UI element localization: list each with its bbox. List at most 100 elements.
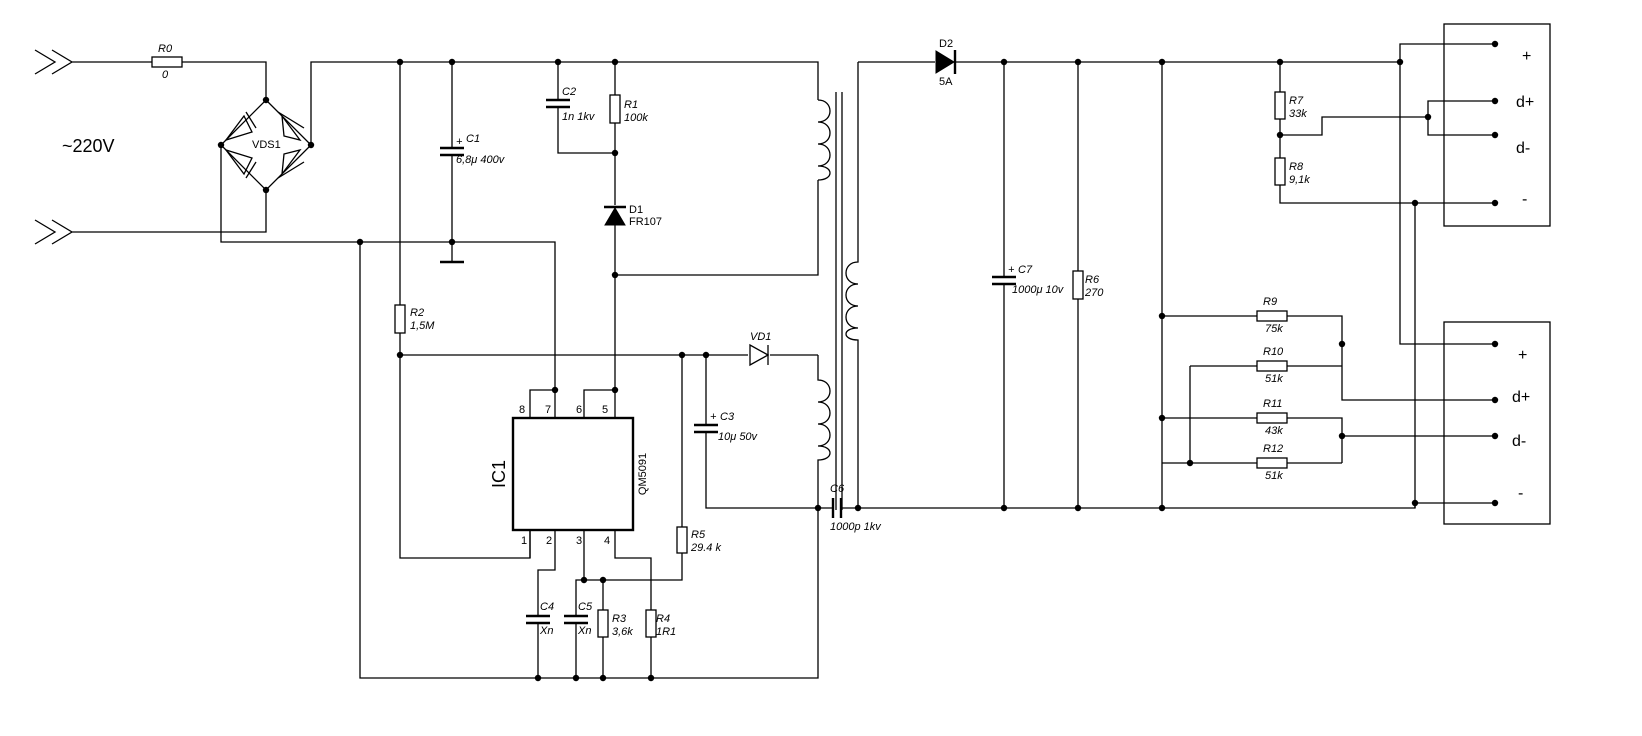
r2-ref: R2	[410, 307, 424, 319]
mains-input-top-arrow	[34, 49, 95, 75]
c3-plus: +	[710, 411, 717, 423]
capacitor-c7	[992, 275, 1016, 286]
c3-ref: C3	[720, 411, 735, 423]
r8-ref: R8	[1289, 161, 1304, 173]
r4-ref: R4	[656, 613, 670, 625]
r12-value: 51k	[1265, 470, 1283, 482]
port1-dminus: d-	[1516, 140, 1530, 157]
wire-top-rail	[400, 61, 819, 100]
wire-bridge-pos	[310, 61, 400, 145]
r5-ref: R5	[691, 529, 706, 541]
wire-data-short-top	[1280, 100, 1495, 136]
capacitor-c2	[546, 98, 570, 109]
port1-minus: -	[1522, 191, 1527, 208]
port2-plus: +	[1518, 347, 1527, 364]
transformer-secondary	[845, 62, 859, 508]
c7-ref: C7	[1018, 264, 1033, 276]
resistor-r1	[609, 94, 621, 124]
ic1-pin-5: 5	[602, 404, 608, 416]
c2-ref: C2	[562, 86, 576, 98]
wire-output-pos	[858, 43, 1495, 63]
c1-plus: +	[456, 136, 463, 148]
r3-value: 3,6k	[612, 626, 633, 638]
diode-d2	[935, 50, 957, 74]
ic1-bottom-pins	[529, 530, 652, 610]
wire-port2-pos	[1399, 62, 1495, 345]
ic1-pin-2: 2	[546, 535, 552, 547]
r9-ref: R9	[1263, 296, 1277, 308]
wire-r5	[584, 355, 683, 581]
resistor-r10	[1256, 360, 1288, 372]
port1-dplus: d+	[1516, 94, 1534, 111]
r11-ref: R11	[1263, 398, 1282, 410]
capacitor-c1	[440, 146, 464, 157]
resistor-r0	[151, 56, 183, 68]
port1-plus: +	[1522, 48, 1531, 65]
wire-r9-r10	[1162, 315, 1495, 401]
r1-ref: R1	[624, 99, 638, 111]
d2-value: 5A	[939, 76, 953, 88]
wire-c3	[705, 355, 818, 509]
resistor-r6	[1072, 270, 1084, 300]
capacitor-c3	[694, 423, 718, 434]
ic1-pin-3: 3	[576, 535, 582, 547]
wire-r10-r12-link	[1162, 366, 1191, 464]
transformer-core	[835, 92, 843, 510]
vd1-ref: VD1	[750, 331, 771, 343]
r7-value: 33k	[1289, 108, 1307, 120]
d2-ref: D2	[939, 38, 953, 50]
usb-port-bottom	[1443, 321, 1551, 525]
resistor-r12	[1256, 457, 1288, 469]
wire-primary-bottom	[615, 180, 819, 276]
r11-value: 43k	[1265, 425, 1283, 437]
c1-ref: C1	[466, 133, 480, 145]
c5-ref: C5	[578, 601, 593, 613]
ic1-ref: IC1	[489, 460, 509, 488]
wire-bottom-ground	[359, 242, 819, 679]
d1-ref: D1	[629, 204, 643, 216]
ic1-pin-1: 1	[521, 535, 527, 547]
d1-value: FR107	[629, 216, 662, 228]
wire-c6-output-gnd	[818, 502, 1495, 509]
r3-ref: R3	[612, 613, 627, 625]
ic1-pin-4: 4	[604, 535, 610, 547]
resistor-r2	[394, 304, 406, 334]
capacitor-c4	[526, 614, 550, 625]
ic1-pin-7: 7	[545, 404, 551, 416]
resistor-r7	[1274, 91, 1286, 120]
r4-value: 1R1	[656, 626, 676, 638]
wire-r7-r8	[1279, 62, 1495, 204]
ic1-value: QM5091	[637, 453, 649, 495]
wire-bridge-bottom	[95, 190, 267, 233]
transformer-aux-winding	[817, 355, 831, 508]
diode-d1	[604, 205, 626, 226]
c4-ref: C4	[540, 601, 554, 613]
r0-value: 0	[162, 69, 169, 81]
r12-ref: R12	[1263, 443, 1283, 455]
c6-ref: C6	[830, 483, 845, 495]
r10-ref: R10	[1263, 346, 1284, 358]
port2-dplus: d+	[1512, 389, 1530, 406]
r10-value: 51k	[1265, 373, 1283, 385]
ic1-top-pins	[529, 389, 616, 418]
diode-vd1	[749, 343, 770, 367]
resistor-r8	[1274, 157, 1286, 186]
capacitor-c5	[564, 614, 588, 625]
capacitor-c6	[831, 498, 843, 518]
ic1-pin-8: 8	[519, 404, 525, 416]
c7-plus: +	[1008, 264, 1015, 276]
c5-value: Xn	[577, 625, 591, 637]
r0-ref: R0	[158, 43, 173, 55]
r6-value: 270	[1084, 287, 1104, 299]
c3-value: 10μ 50v	[718, 431, 759, 443]
mains-voltage-label: ~220V	[62, 136, 115, 156]
c4-value: Xn	[539, 625, 553, 637]
resistor-r11	[1256, 412, 1288, 424]
usb-port-top	[1443, 23, 1551, 227]
r2-value: 1,5M	[410, 320, 435, 332]
vds1-ref: VDS1	[252, 139, 281, 151]
resistor-r3	[597, 609, 609, 638]
r5-value: 29.4 k	[690, 542, 721, 554]
r8-value: 9,1k	[1289, 174, 1310, 186]
resistor-r5	[676, 526, 688, 554]
